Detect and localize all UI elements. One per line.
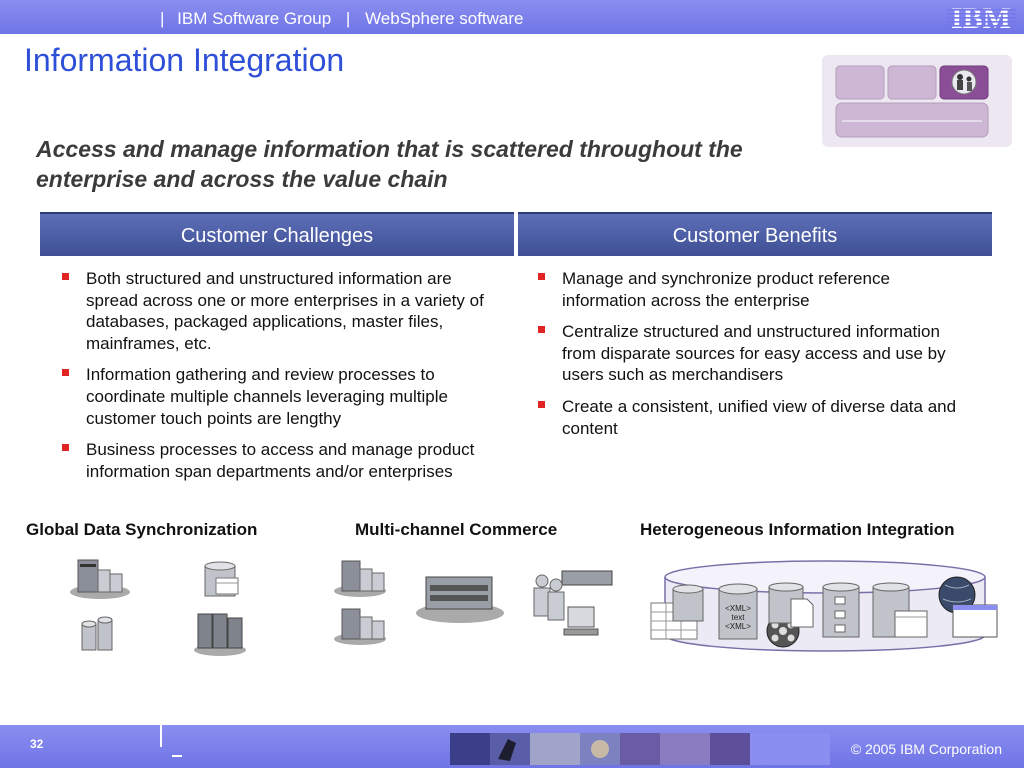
challenges-list: Both structured and unstructured informa… [62,268,507,492]
header-bar: | IBM Software Group | WebSphere softwar… [0,0,1024,34]
database-form-icon [872,582,928,638]
globe-web-icon [938,576,998,638]
ibm-logo: IBM [946,3,1016,33]
bullet-icon [538,273,545,280]
database-form-icon [204,561,239,597]
benefit-item: Create a consistent, unified view of div… [538,396,958,439]
mainframe-icon [416,576,504,623]
challenges-header: Customer Challenges [40,212,514,256]
page-number: 32 [30,737,44,751]
bullet-icon [62,444,69,452]
category-gds-label: Global Data Synchronization [26,520,258,539]
database-cylinders-icon [81,616,113,651]
header-separator: | [160,9,165,28]
section-thumbnail [822,55,1012,147]
benefit-text: Centralize structured and unstructured i… [562,322,946,385]
document-database-icon [768,582,814,628]
benefit-text: Create a consistent, unified view of div… [562,396,957,438]
slide-subtitle: Access and manage information that is sc… [36,136,743,192]
category-mcc-label: Multi-channel Commerce [355,520,558,539]
copyright-text: © 2005 IBM Corporation [850,741,1002,757]
benefit-item: Centralize structured and unstructured i… [538,321,958,386]
xml-open-label: <XML> [725,604,751,613]
flowchart-database-icon [822,582,860,638]
challenge-item: Business processes to access and manage … [62,439,507,482]
header-separator: | [345,9,351,28]
category-hii-label: Heterogeneous Information Integration [640,520,955,539]
footer-bar: 32 © 2005 IBM Corporation [0,725,1024,768]
mcc-illustration [334,560,613,645]
challenge-text: Information gathering and review process… [86,365,448,428]
bullet-icon [538,400,545,408]
bullet-icon [62,273,69,280]
xml-text-label: text [732,613,746,622]
header-group: IBM Software Group [177,9,332,28]
header-text: | IBM Software Group | WebSphere softwar… [160,9,524,29]
benefits-list: Manage and synchronize product reference… [538,268,958,449]
footer-image-strip [450,733,830,765]
header-product: WebSphere software [365,9,524,28]
challenge-text: Business processes to access and manage … [86,440,475,481]
footer-dash [172,755,182,757]
server-cluster-icon [334,608,386,645]
xml-database-icon: <XML> text <XML> [718,583,758,640]
server-cluster-icon [70,559,130,599]
bullet-icon [62,369,69,377]
thumbnail-graphic [835,65,989,138]
challenge-item: Both structured and unstructured informa… [62,268,507,354]
slide-title: Information Integration [24,42,345,78]
benefit-item: Manage and synchronize product reference… [538,268,958,311]
benefit-text: Manage and synchronize product reference… [562,269,890,310]
database-icon [672,584,704,622]
bullet-icon [538,326,545,334]
benefits-header: Customer Benefits [518,212,992,256]
server-cluster-icon [334,560,386,597]
hii-illustration: <XML> text <XML> [650,560,998,652]
gds-illustration [70,559,246,656]
challenge-item: Information gathering and review process… [62,364,507,429]
users-workstation-icon [533,570,613,636]
challenge-text: Both structured and unstructured informa… [86,269,484,353]
storage-array-icon [194,613,246,656]
xml-close-label: <XML> [725,622,751,631]
footer-divider [160,725,162,747]
